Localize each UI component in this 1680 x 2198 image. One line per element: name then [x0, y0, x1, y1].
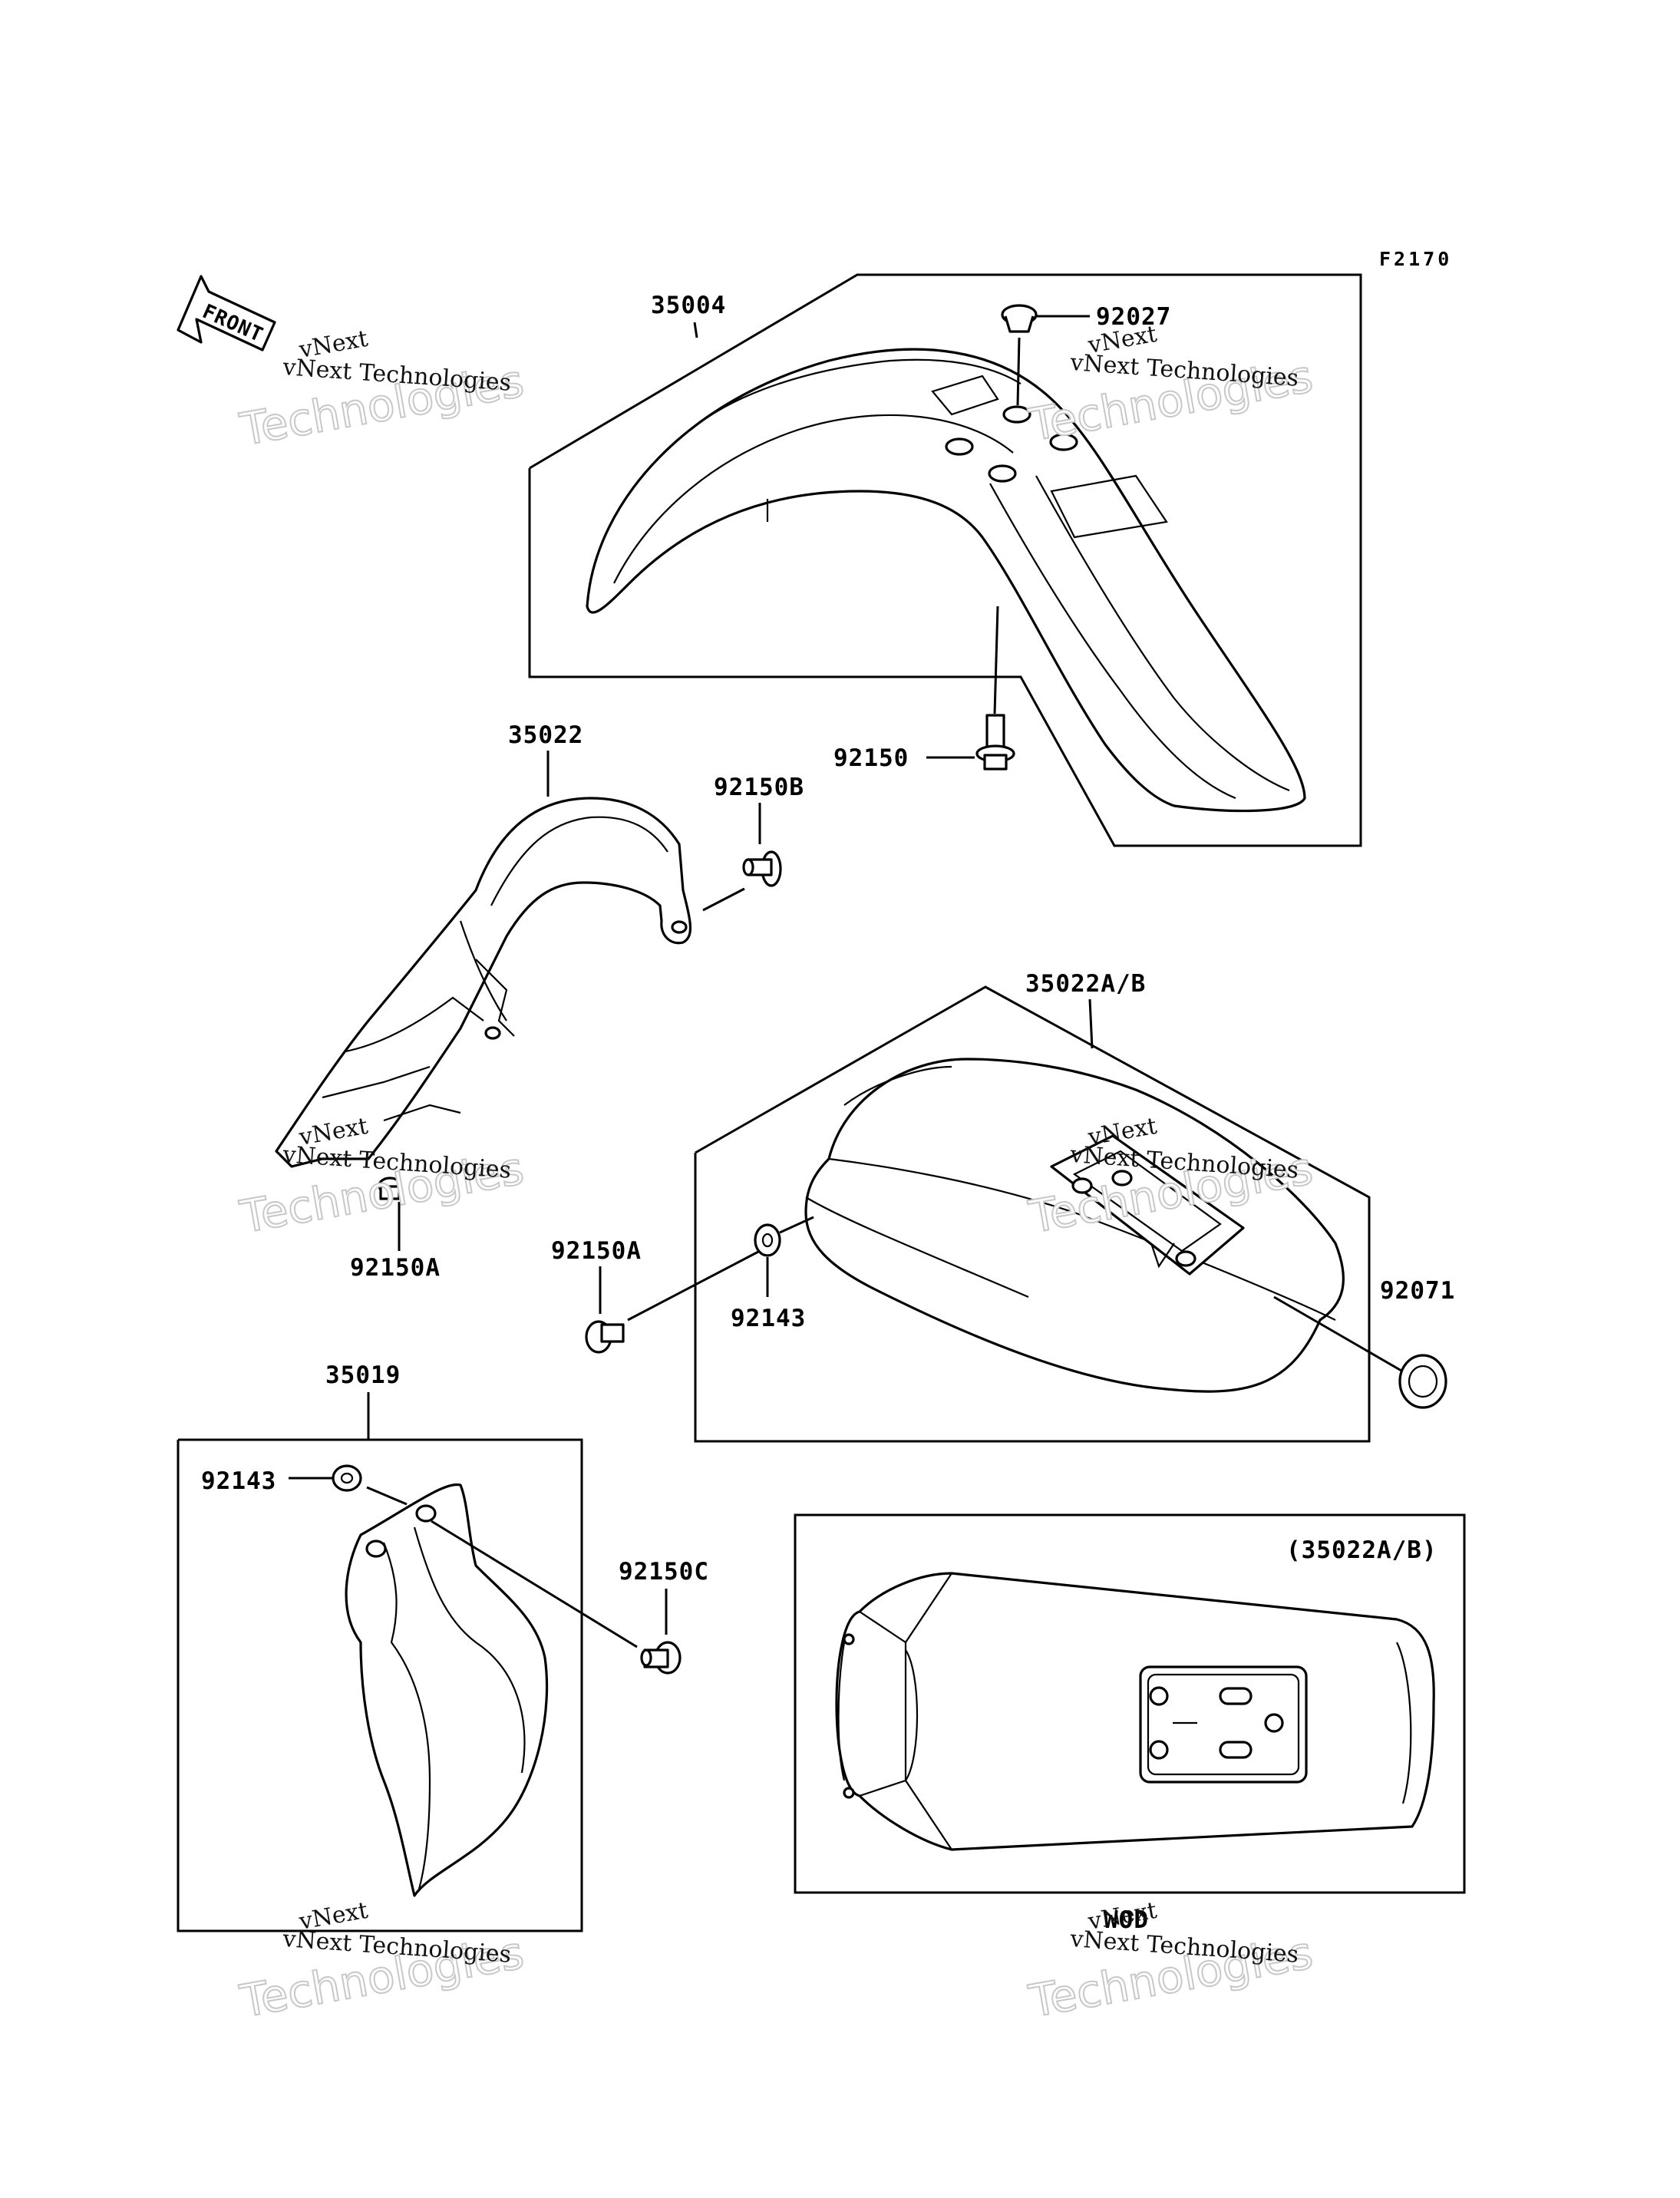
- label-35022AB: 35022A/B: [1025, 970, 1146, 998]
- figure-id: F2170: [1379, 248, 1452, 270]
- front-fender-35004: [586, 348, 1306, 813]
- watermark-5: Technologies vNext vNext Technologies: [236, 1897, 529, 2028]
- rear-fender-35022AB: [804, 1058, 1345, 1393]
- grommet-92027: [1001, 304, 1038, 333]
- label-92150A-mid: 92150A: [551, 1237, 642, 1265]
- label-92143-mid: 92143: [731, 1305, 806, 1332]
- label-35019: 35019: [325, 1361, 401, 1389]
- bolt-92150A-mid: [585, 1320, 625, 1354]
- watermark-1: Technologies vNext vNext Technologies: [236, 325, 529, 457]
- bolt-92150A-left: [378, 1177, 402, 1200]
- group-35022: 35022 92150B 92150A: [275, 721, 804, 1282]
- label-92150: 92150: [833, 744, 909, 772]
- label-35022: 35022: [508, 721, 583, 749]
- inset-35022AB: (35022A/B): [794, 1513, 1466, 1894]
- rear-fender-top-view: [835, 1572, 1435, 1851]
- label-92071: 92071: [1380, 1277, 1455, 1305]
- label-92027: 92027: [1096, 303, 1171, 331]
- label-92150C: 92150C: [619, 1558, 709, 1586]
- label-92150A-left: 92150A: [350, 1254, 441, 1282]
- washer-92143-mid: [754, 1223, 781, 1257]
- rear-flap-35022: [275, 797, 692, 1168]
- grommet-92071: [1398, 1354, 1447, 1409]
- inset-label: (35022A/B): [1286, 1536, 1437, 1564]
- front-arrow-icon: FRONT: [177, 275, 276, 351]
- label-92143-left: 92143: [201, 1467, 276, 1495]
- inset-caption: WOD: [1104, 1906, 1149, 1934]
- bolt-92150: [975, 714, 1015, 771]
- bolt-92150B: [742, 850, 782, 887]
- watermark-6: Technologies vNext vNext Technologies: [1025, 1897, 1318, 2028]
- group-35019: 35019 92143 92150C: [177, 1361, 709, 1932]
- bolt-92150C: [640, 1641, 682, 1675]
- group-35022AB: 35022A/B 92150A 92143: [551, 970, 1455, 1443]
- label-35004: 35004: [651, 292, 726, 319]
- group-35004: 35004 92027: [528, 273, 1362, 847]
- watermark-2: Technologies vNext vNext Technologies: [1025, 321, 1318, 452]
- chain-guard-35019: [345, 1483, 549, 1897]
- label-92150B: 92150B: [714, 774, 804, 801]
- washer-92143-left: [332, 1464, 362, 1492]
